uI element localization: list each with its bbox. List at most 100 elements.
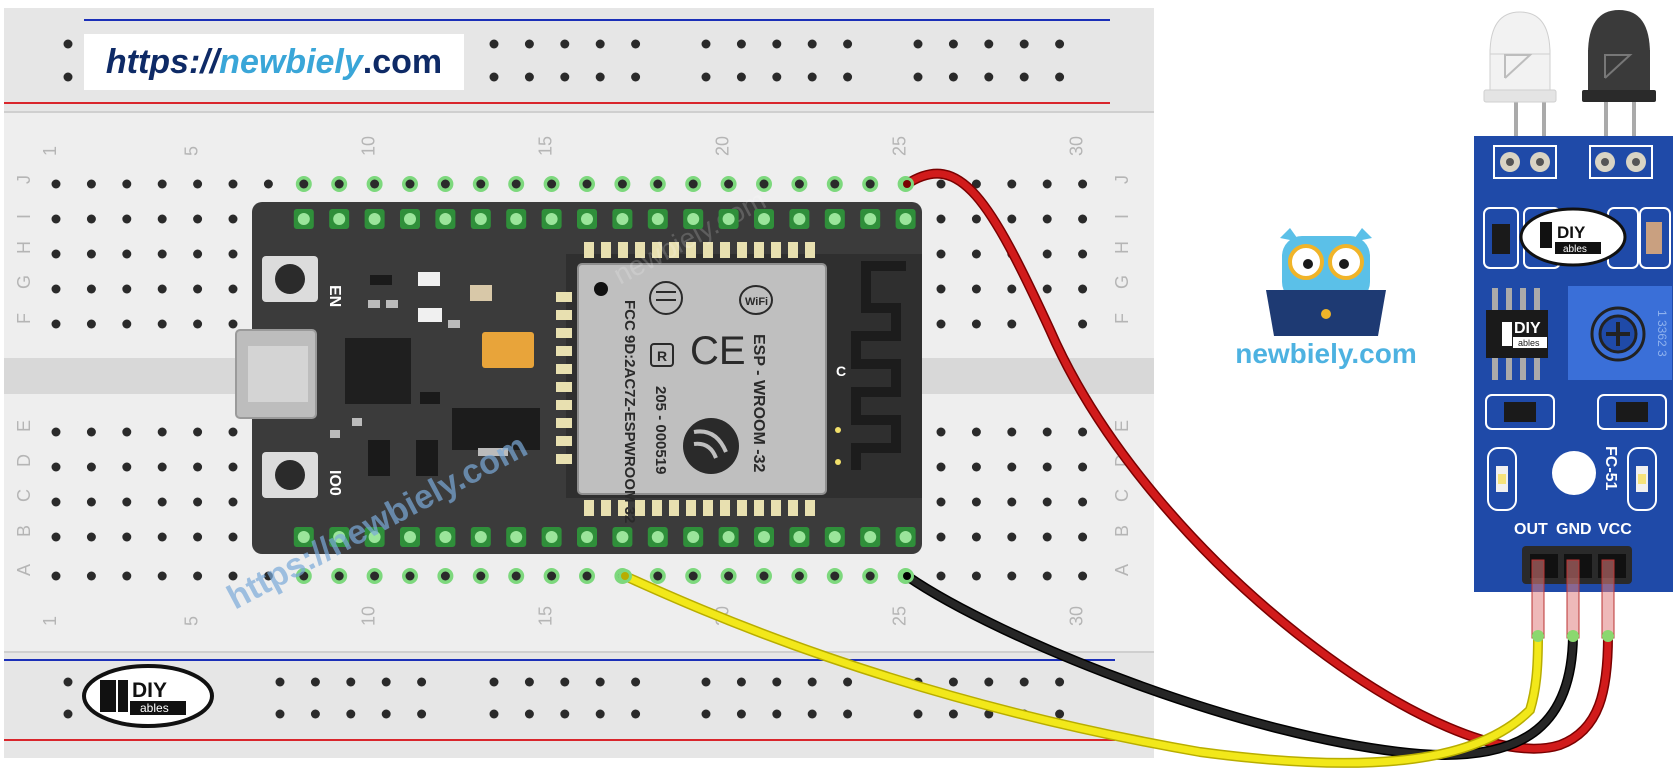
esp32-pin-hole: [297, 531, 310, 543]
breadboard-hole: [1078, 462, 1088, 472]
row-letter: I: [14, 214, 34, 219]
breadboard-hole: [1078, 532, 1088, 542]
breadboard-hole: [936, 532, 946, 542]
rail-hole: [948, 677, 958, 687]
breadboard-hole: [1042, 571, 1052, 581]
breadboard-hole: [1042, 427, 1052, 437]
breadboard-hole: [440, 179, 450, 189]
esp32-pin-hole: [581, 531, 593, 543]
esp32-pin-hole: [651, 531, 664, 543]
rail-hole: [346, 709, 356, 719]
breadboard-hole: [1007, 427, 1017, 437]
breadboard-hole: [688, 179, 698, 189]
io0-label: IO0: [326, 470, 343, 496]
breadboard-hole: [971, 532, 981, 542]
esp32-pin-hole: [474, 531, 487, 543]
module-pin: [686, 242, 696, 258]
breadboard-hole: [936, 319, 946, 329]
breadboard-hole: [724, 179, 734, 189]
esp32-pin-hole: [368, 531, 381, 543]
breadboard-hole: [936, 284, 946, 294]
breadboard-hole: [228, 427, 238, 437]
row-letter: B: [1112, 525, 1132, 537]
chip-leg: [1534, 358, 1540, 380]
esp32-pin-hole: [828, 531, 841, 543]
breadboard-hole: [334, 571, 344, 581]
breadboard-hole: [193, 249, 203, 259]
breadboard-hole: [971, 427, 981, 437]
antenna-mark: C: [836, 363, 846, 379]
row-letter: J: [14, 175, 34, 184]
breadboard-hole: [794, 179, 804, 189]
row-letter: A: [1112, 564, 1132, 576]
ir-receiver-led-icon: [1582, 10, 1656, 156]
esp32-pin-hole: [404, 213, 416, 225]
esp32-pin-hole: [616, 213, 629, 225]
breadboard-hole: [157, 571, 167, 581]
esp32-pin-hole: [510, 213, 523, 225]
esp32-pin-hole: [545, 531, 558, 543]
rail-hole: [736, 677, 746, 687]
ir-emitter-led-icon: [1483, 11, 1557, 156]
rail-hole: [63, 677, 73, 687]
breadboard-hole: [971, 571, 981, 581]
chip-leg: [1520, 288, 1526, 310]
esp32-pin-hole: [793, 213, 806, 225]
breadboard-hole: [228, 571, 238, 581]
breadboard-hole: [122, 249, 132, 259]
pin-label-out: OUT: [1514, 521, 1548, 538]
cert-number: 205 - 000519: [652, 386, 669, 474]
rail-hole: [310, 677, 320, 687]
rail-hole: [984, 72, 994, 82]
breadboard-hole: [1078, 571, 1088, 581]
breadboard-hole: [1042, 179, 1052, 189]
module-pin: [601, 242, 611, 258]
breadboard-hole: [193, 571, 203, 581]
row-letter: B: [14, 525, 34, 537]
module-pin: [737, 242, 747, 258]
url-part-domain: newbiely: [219, 42, 363, 81]
svg-text:DIY: DIY: [132, 679, 167, 702]
breadboard-hole: [971, 319, 981, 329]
column-number: 5: [182, 146, 202, 156]
breadboard-hole: [1078, 284, 1088, 294]
esp32-pin-hole: [474, 213, 487, 225]
rail-hole: [417, 709, 427, 719]
breadboard-hole: [122, 497, 132, 507]
rail-hole: [1055, 39, 1065, 49]
breadboard-hole: [51, 179, 61, 189]
column-number: 25: [890, 136, 910, 156]
rail-hole: [275, 709, 285, 719]
rail-hole: [63, 709, 73, 719]
breadboard-hole: [86, 532, 96, 542]
breadboard-hole: [688, 571, 698, 581]
breadboard-hole: [86, 427, 96, 437]
io0-button: [262, 452, 318, 498]
column-number: 30: [1067, 136, 1087, 156]
breadboard-hole: [1078, 214, 1088, 224]
breadboard-hole: [157, 497, 167, 507]
module-pin: [556, 292, 572, 302]
module-pin: [805, 500, 815, 516]
rail-hole: [843, 39, 853, 49]
rail-hole: [524, 39, 534, 49]
svg-text:R: R: [657, 348, 667, 364]
breadboard-hole: [1042, 462, 1052, 472]
url-banner: https://newbiely.com: [84, 34, 464, 90]
module-pin: [771, 242, 781, 258]
breadboard-hole: [1007, 497, 1017, 507]
breadboard-hole: [971, 497, 981, 507]
rail-hole: [948, 39, 958, 49]
module-name: ESP - WROOM -32: [750, 334, 767, 472]
breadboard-hole: [51, 532, 61, 542]
diyables-logo: DIY ables: [82, 664, 214, 728]
rail-hole: [772, 72, 782, 82]
rail-hole: [701, 39, 711, 49]
breadboard-hole: [86, 462, 96, 472]
rail-hole: [984, 39, 994, 49]
module-pin: [635, 242, 645, 258]
breadboard-hole: [582, 571, 592, 581]
rail-hole: [417, 677, 427, 687]
breadboard-hole: [157, 462, 167, 472]
rail-hole: [631, 72, 641, 82]
